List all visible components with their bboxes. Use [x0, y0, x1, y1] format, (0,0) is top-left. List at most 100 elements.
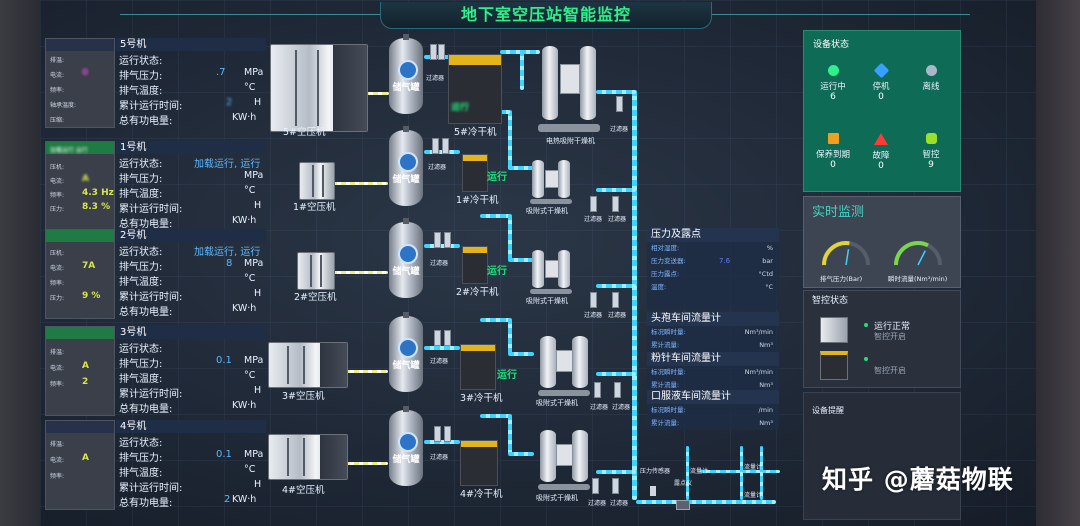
- row-label: 累计流量:: [651, 419, 680, 427]
- gauges: [822, 241, 942, 266]
- info-unit: KW·h: [232, 400, 257, 411]
- smart-mode: 智控开启: [874, 332, 906, 341]
- side-label: 频率:: [50, 473, 65, 480]
- side-value: A: [82, 453, 89, 463]
- adsorber-panel: [556, 444, 573, 466]
- dryer-5[interactable]: 运行: [448, 54, 502, 124]
- side-value: A: [82, 174, 89, 184]
- air-tank-2[interactable]: 储气罐: [389, 218, 423, 298]
- device-alerts-panel: 设备提醒: [803, 392, 961, 520]
- row-unit: °Ctd: [758, 270, 773, 278]
- air-tank-3[interactable]: 储气罐: [389, 312, 423, 392]
- status-offline[interactable]: 离线: [908, 65, 954, 92]
- compressor-2[interactable]: [297, 252, 335, 290]
- status-smart-control[interactable]: 智控 9: [908, 133, 954, 170]
- tank-label: 储气罐: [392, 175, 420, 185]
- page-title: 地下室空压站智能监控: [460, 5, 631, 24]
- adsorption-dryer-2[interactable]: [530, 244, 572, 294]
- pipe: [508, 214, 512, 260]
- dryer-3[interactable]: [460, 344, 496, 390]
- unit-panel-5[interactable]: 排温: 电流: 0 频率: 轴承温度: 压缩: 5号机 运行状态: 排气压力: …: [45, 38, 267, 128]
- compressor-thumbnail: [820, 317, 848, 343]
- filter: [616, 96, 623, 112]
- panel-title: 压力及露点: [647, 228, 779, 242]
- filter-label: 过滤器: [430, 358, 449, 365]
- air-tank-4[interactable]: 储气罐: [389, 406, 423, 486]
- filter: [444, 232, 451, 248]
- title-divider-right: [708, 14, 970, 15]
- filter-label: 过滤器: [428, 164, 447, 171]
- side-label: 频率:: [50, 381, 65, 388]
- dryer-1-label: 1#冷干机: [456, 195, 499, 206]
- status-maintenance[interactable]: 保养到期 0: [810, 133, 856, 170]
- air-tank-1[interactable]: 储气罐: [389, 126, 423, 206]
- smart-control-item[interactable]: 智控开启: [820, 351, 950, 381]
- dryer-2[interactable]: [462, 246, 488, 284]
- air-tank-5[interactable]: 储气罐: [389, 34, 423, 114]
- unit-panel-3[interactable]: 排温: 电流: A 频率: 2 3号机 运行状态: 排气压力: 0.1 MPa …: [45, 326, 267, 416]
- row-label: 标况瞬时量:: [651, 368, 686, 376]
- dryer-1[interactable]: [462, 154, 488, 192]
- status-count: 9: [928, 160, 934, 170]
- status-fault[interactable]: 故障 0: [858, 133, 904, 171]
- side-label: 压力:: [50, 295, 65, 302]
- pipe: [508, 452, 534, 456]
- dryer-stripe: [461, 345, 495, 351]
- pipe: [508, 318, 512, 354]
- filter: [444, 330, 451, 346]
- compressor-5[interactable]: [270, 44, 368, 132]
- status-label: 故障: [872, 151, 890, 161]
- unit-panel-1[interactable]: 加载运行 运行 压机: 电流: A 频率: 4.3 Hz 压力: 8.3 % 1…: [45, 141, 267, 231]
- pipe: [424, 346, 460, 350]
- filter: [612, 292, 619, 308]
- side-value: 9 %: [82, 291, 101, 301]
- tank-valve: [403, 406, 409, 412]
- panel-row: 标况瞬时量:Nm³/min: [647, 366, 779, 379]
- adsorber-column: [532, 250, 544, 288]
- adsorption-dryer-4[interactable]: [538, 424, 590, 490]
- unit-side-card: 加载运行 运行 压机: 电流: A 频率: 4.3 Hz 压力: 8.3 %: [45, 141, 115, 231]
- compressor-slat: [312, 165, 314, 197]
- dryer-3-label: 3#冷干机: [460, 393, 503, 404]
- unit-panel-4[interactable]: 排温: 电流: A 频率: 4号机 运行状态: 排气压力: 0.1 MPa 排气…: [45, 420, 267, 510]
- smart-control-item[interactable]: 运行正常 智控开启: [820, 317, 950, 347]
- dew-point-meter-icon: [676, 500, 690, 510]
- flow-gauge: [894, 241, 942, 266]
- row-value: 7.6: [719, 257, 731, 265]
- compressor-4[interactable]: [268, 434, 348, 480]
- adsorption-dryer-1[interactable]: [530, 154, 572, 204]
- row-label: 标况瞬时量:: [651, 328, 686, 336]
- info-unit: H: [254, 97, 262, 108]
- compressor-slat: [320, 255, 322, 287]
- adsorption-dryer-3[interactable]: [538, 330, 590, 396]
- gauge-fill: [894, 241, 929, 266]
- status-label: 停机: [872, 82, 890, 92]
- title-divider-left: [120, 14, 382, 15]
- info-label: 累计运行时间:: [119, 483, 183, 494]
- filter-label: 过滤器: [430, 454, 449, 461]
- adsorption-dryer-5[interactable]: [538, 40, 600, 132]
- row-label: 压力变送器:: [651, 257, 686, 265]
- status-stopped[interactable]: 停机 0: [858, 62, 904, 102]
- row-unit: %: [766, 244, 773, 252]
- flowmeter-panel-1: 头孢车间流量计 标况瞬时量:Nm³/min 累计流量:Nm³: [647, 312, 779, 352]
- status-label: 离线: [922, 82, 940, 92]
- row-unit: bar: [762, 257, 773, 265]
- dryer-4[interactable]: [460, 440, 498, 486]
- gauge-needle: [845, 249, 850, 266]
- gauge-label: 瞬时流量(Nm³/min): [888, 275, 948, 283]
- compressor-1[interactable]: [299, 162, 335, 200]
- pipe: [596, 188, 636, 192]
- status-label: 智控: [922, 150, 940, 160]
- filter-label: 过滤器: [612, 404, 631, 411]
- unit-side-card: 排温: 电流: A 频率:: [45, 420, 115, 510]
- panel-row: 累计流量:Nm³: [647, 379, 779, 392]
- info-value: 2: [226, 97, 233, 108]
- info-label: 运行状态:: [119, 159, 163, 170]
- compressor-3[interactable]: [268, 342, 348, 388]
- main-header-pipe: [632, 90, 637, 500]
- status-running[interactable]: 运行中 6: [810, 65, 856, 102]
- offline-icon: [925, 65, 937, 76]
- unit-panel-2[interactable]: 压机: 电流: 7A 频率: 压力: 9 % 2号机 运行状态: 加载运行, 运…: [45, 229, 267, 319]
